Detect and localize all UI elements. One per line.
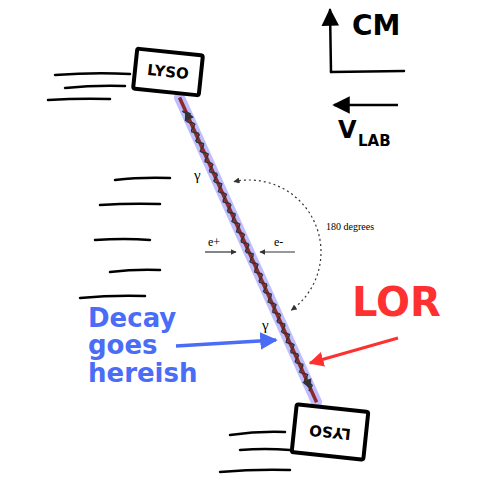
box-label: LYSO	[146, 62, 189, 83]
velocity-subscript: LAB	[358, 134, 391, 149]
photon-label: γ	[194, 168, 201, 183]
particle-label: e-	[274, 236, 283, 248]
speed-line	[220, 470, 290, 472]
detector-box: LYSO	[131, 46, 205, 97]
line-of-response	[179, 98, 316, 403]
decay-note: Decay goes hereish	[88, 305, 224, 387]
velocity-label: V	[338, 118, 357, 142]
box-label: LYSO	[308, 422, 351, 443]
axis-arrow	[330, 10, 331, 72]
speed-line	[115, 178, 170, 180]
arrowhead	[302, 378, 311, 389]
positron-arrow	[205, 251, 236, 252]
speed-line	[240, 449, 290, 450]
lor-pointer-arrow	[310, 338, 398, 363]
speed-line	[95, 239, 150, 240]
speed-line	[230, 432, 285, 435]
speed-line	[100, 204, 160, 205]
photon-label: γ	[262, 318, 269, 333]
cm-axes	[330, 10, 404, 72]
lor-glow	[179, 98, 316, 403]
speed-line	[110, 270, 160, 272]
speed-line	[55, 73, 130, 75]
lor-label: LOR	[352, 282, 441, 322]
velocity-arrow	[334, 104, 398, 107]
frame-label: CM	[352, 12, 400, 40]
speed-line	[80, 296, 145, 298]
detector-box: LYSO	[289, 402, 370, 462]
particle-label: e+	[208, 236, 220, 248]
photon-wave	[182, 111, 312, 391]
decay-pointer-arrow	[176, 340, 276, 346]
speed-line	[65, 86, 125, 88]
arrowhead	[185, 110, 194, 121]
axis-line	[331, 71, 404, 72]
speed-line	[48, 99, 110, 100]
angle-label: 180 degrees	[326, 222, 374, 232]
lor-core	[179, 98, 316, 403]
electron-arrow	[260, 251, 295, 252]
